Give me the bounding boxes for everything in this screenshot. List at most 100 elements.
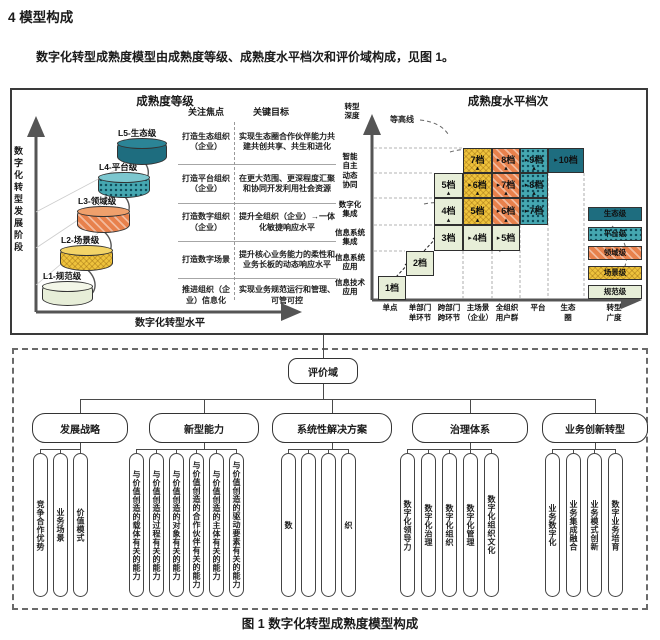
- capability-label: 业务场景: [56, 508, 65, 542]
- connector-line: [288, 449, 348, 451]
- arrow-up-icon: ▴: [446, 190, 451, 197]
- x-tick-label: 单点: [382, 303, 398, 312]
- capability-capsule: 与价值创造的对象有关的能力: [168, 453, 184, 597]
- grade-cell: 5档▴: [434, 173, 463, 198]
- grade-label: 10档: [558, 155, 578, 165]
- connector-line: [176, 449, 178, 453]
- grade-label: 2档: [412, 258, 427, 268]
- connector-line: [204, 399, 206, 413]
- arrow-up-icon: ▴: [504, 217, 508, 224]
- grade-label: 8档: [529, 180, 544, 190]
- capability-capsule: [320, 453, 336, 597]
- focus-cell: 打造平台组织（企业）: [182, 173, 230, 193]
- grade-cell: 3档: [434, 225, 463, 251]
- arrow-up-icon: ▴: [475, 165, 480, 172]
- capability-label: 数字化组织: [445, 503, 454, 547]
- capability-label: 业务模式创新: [590, 499, 599, 551]
- capability-capsule: 与价值创造的过程有关的能力: [148, 453, 164, 597]
- legend-item: 平台级: [588, 226, 642, 241]
- capability-label: 业务集成融合: [569, 499, 578, 551]
- capability-capsule: 数字化领导力: [399, 453, 415, 597]
- capability-capsule: 与价值创造的合作伙伴有关的能力: [188, 453, 204, 597]
- figure-to-root-connector: [322, 335, 324, 358]
- x-tick-label: 平台: [530, 303, 546, 312]
- connector-line: [332, 399, 334, 413]
- maturity-cylinder: [60, 245, 113, 271]
- capability-capsule: 业务模式创新: [586, 453, 602, 597]
- cylinder-label: L4-平台级: [99, 162, 138, 172]
- evaluation-root-label: 评价域: [308, 367, 338, 379]
- intro-paragraph: 数字化转型成熟度模型由成熟度等级、成熟度水平档次和评价域构成，见图 1。: [36, 50, 455, 64]
- connector-line: [595, 399, 597, 413]
- grade-label: 9档: [529, 155, 544, 165]
- focus-cell: 打造数字场景: [182, 254, 230, 264]
- legend-label: 场景级: [603, 267, 627, 277]
- capability-label: 数字化组织文化: [487, 495, 496, 555]
- arrow-up-icon: ▴: [446, 217, 451, 224]
- grade-cell: ▸6档▴: [463, 173, 492, 198]
- arrow-right-icon: ▸: [524, 157, 529, 164]
- left-y-axis-label: 数字化转型发展阶段: [13, 146, 23, 254]
- capability-label: 数: [284, 520, 293, 530]
- grade-cell: ▸10档: [548, 148, 584, 173]
- connector-line: [136, 449, 236, 451]
- connector-line: [80, 399, 82, 413]
- capability-capsule: [300, 453, 316, 597]
- grade-cell: ▸7档: [520, 198, 548, 225]
- domain-box-1: 发展战略: [32, 413, 128, 443]
- connector-line: [407, 449, 409, 453]
- column-header-focus: 关注焦点: [187, 107, 224, 117]
- focus-cell: 推进组织（企业）信息化: [182, 285, 230, 305]
- legend-item: 场景级: [588, 265, 642, 280]
- y-tick-label: 信息技术 应用: [335, 278, 365, 297]
- arrow-right-icon: ▸: [524, 182, 529, 189]
- cylinder-top: [117, 138, 167, 149]
- cylinder-label: L2-场景级: [61, 235, 100, 245]
- connector-line: [308, 449, 310, 453]
- capability-label: 与价值创造的过程有关的能力: [152, 469, 161, 581]
- domain-label: 发展战略: [60, 424, 100, 436]
- capability-capsule: 与价值创造的驱动要素有关的能力: [228, 453, 244, 597]
- domain-box-5: 业务创新转型: [542, 413, 648, 443]
- cylinder-top: [42, 281, 93, 292]
- left-x-axis-label: 数字化转型水平: [135, 318, 205, 329]
- capability-capsule: 与价值创造的载体有关的能力: [128, 453, 144, 597]
- grade-label: 7档: [470, 155, 485, 165]
- grade-label: 6档: [501, 206, 516, 216]
- arrow-right-icon: ▸: [468, 182, 472, 189]
- legend-item: 规范级: [588, 285, 642, 299]
- maturity-cylinder: [117, 138, 167, 165]
- capability-label: 与价值创造的对象有关的能力: [172, 469, 181, 581]
- capability-capsule: 竞争合作优势: [32, 453, 48, 597]
- maturity-table-row: 打造生态组织（企业）实现生态圈合作伙伴能力共建共创共享、共生和进化: [178, 120, 336, 165]
- capability-capsule: 数: [280, 453, 296, 597]
- grade-cell: ▸8档▴: [492, 148, 520, 173]
- y-tick-label: 信息系统 应用: [335, 253, 365, 272]
- connector-line: [615, 449, 617, 453]
- focus-cell: 打造生态组织（企业）: [182, 131, 230, 151]
- domain-box-4: 治理体系: [412, 413, 528, 443]
- connector-line: [60, 449, 62, 453]
- capability-label: 数字化管理: [466, 503, 475, 547]
- grade-cell: 2档: [406, 251, 434, 276]
- legend-item: 生态级: [588, 207, 642, 221]
- capability-capsule: 数字化治理: [420, 453, 436, 597]
- arrow-right-icon: ▸: [496, 234, 501, 242]
- maturity-table-row: 打造平台组织（企业）在更大范围、更深程度汇聚和协同开发利用社会资源: [178, 165, 336, 204]
- legend-label: 平台级: [603, 228, 627, 238]
- connector-line: [552, 449, 615, 451]
- connector-line: [136, 449, 138, 453]
- capability-label: 与价值创造的驱动要素有关的能力: [232, 461, 241, 589]
- capability-label: 织: [344, 520, 353, 530]
- capability-capsule: 业务集成融合: [565, 453, 581, 597]
- arrow-right-icon: ▸: [554, 157, 558, 164]
- arrow-up-icon: ▴: [504, 165, 508, 172]
- maturity-table-row: 打造数字场景提升核心业务能力的柔性和业务长板的动态响应水平: [178, 242, 336, 279]
- connector-line: [595, 443, 597, 449]
- grade-cell: ▸4档: [463, 225, 492, 251]
- grade-cell: 7档▴: [463, 148, 492, 173]
- connector-line: [322, 384, 324, 399]
- grade-cell: 1档: [378, 276, 406, 300]
- capability-label: 业务数字化: [548, 503, 557, 547]
- legend-label: 规范级: [603, 287, 627, 297]
